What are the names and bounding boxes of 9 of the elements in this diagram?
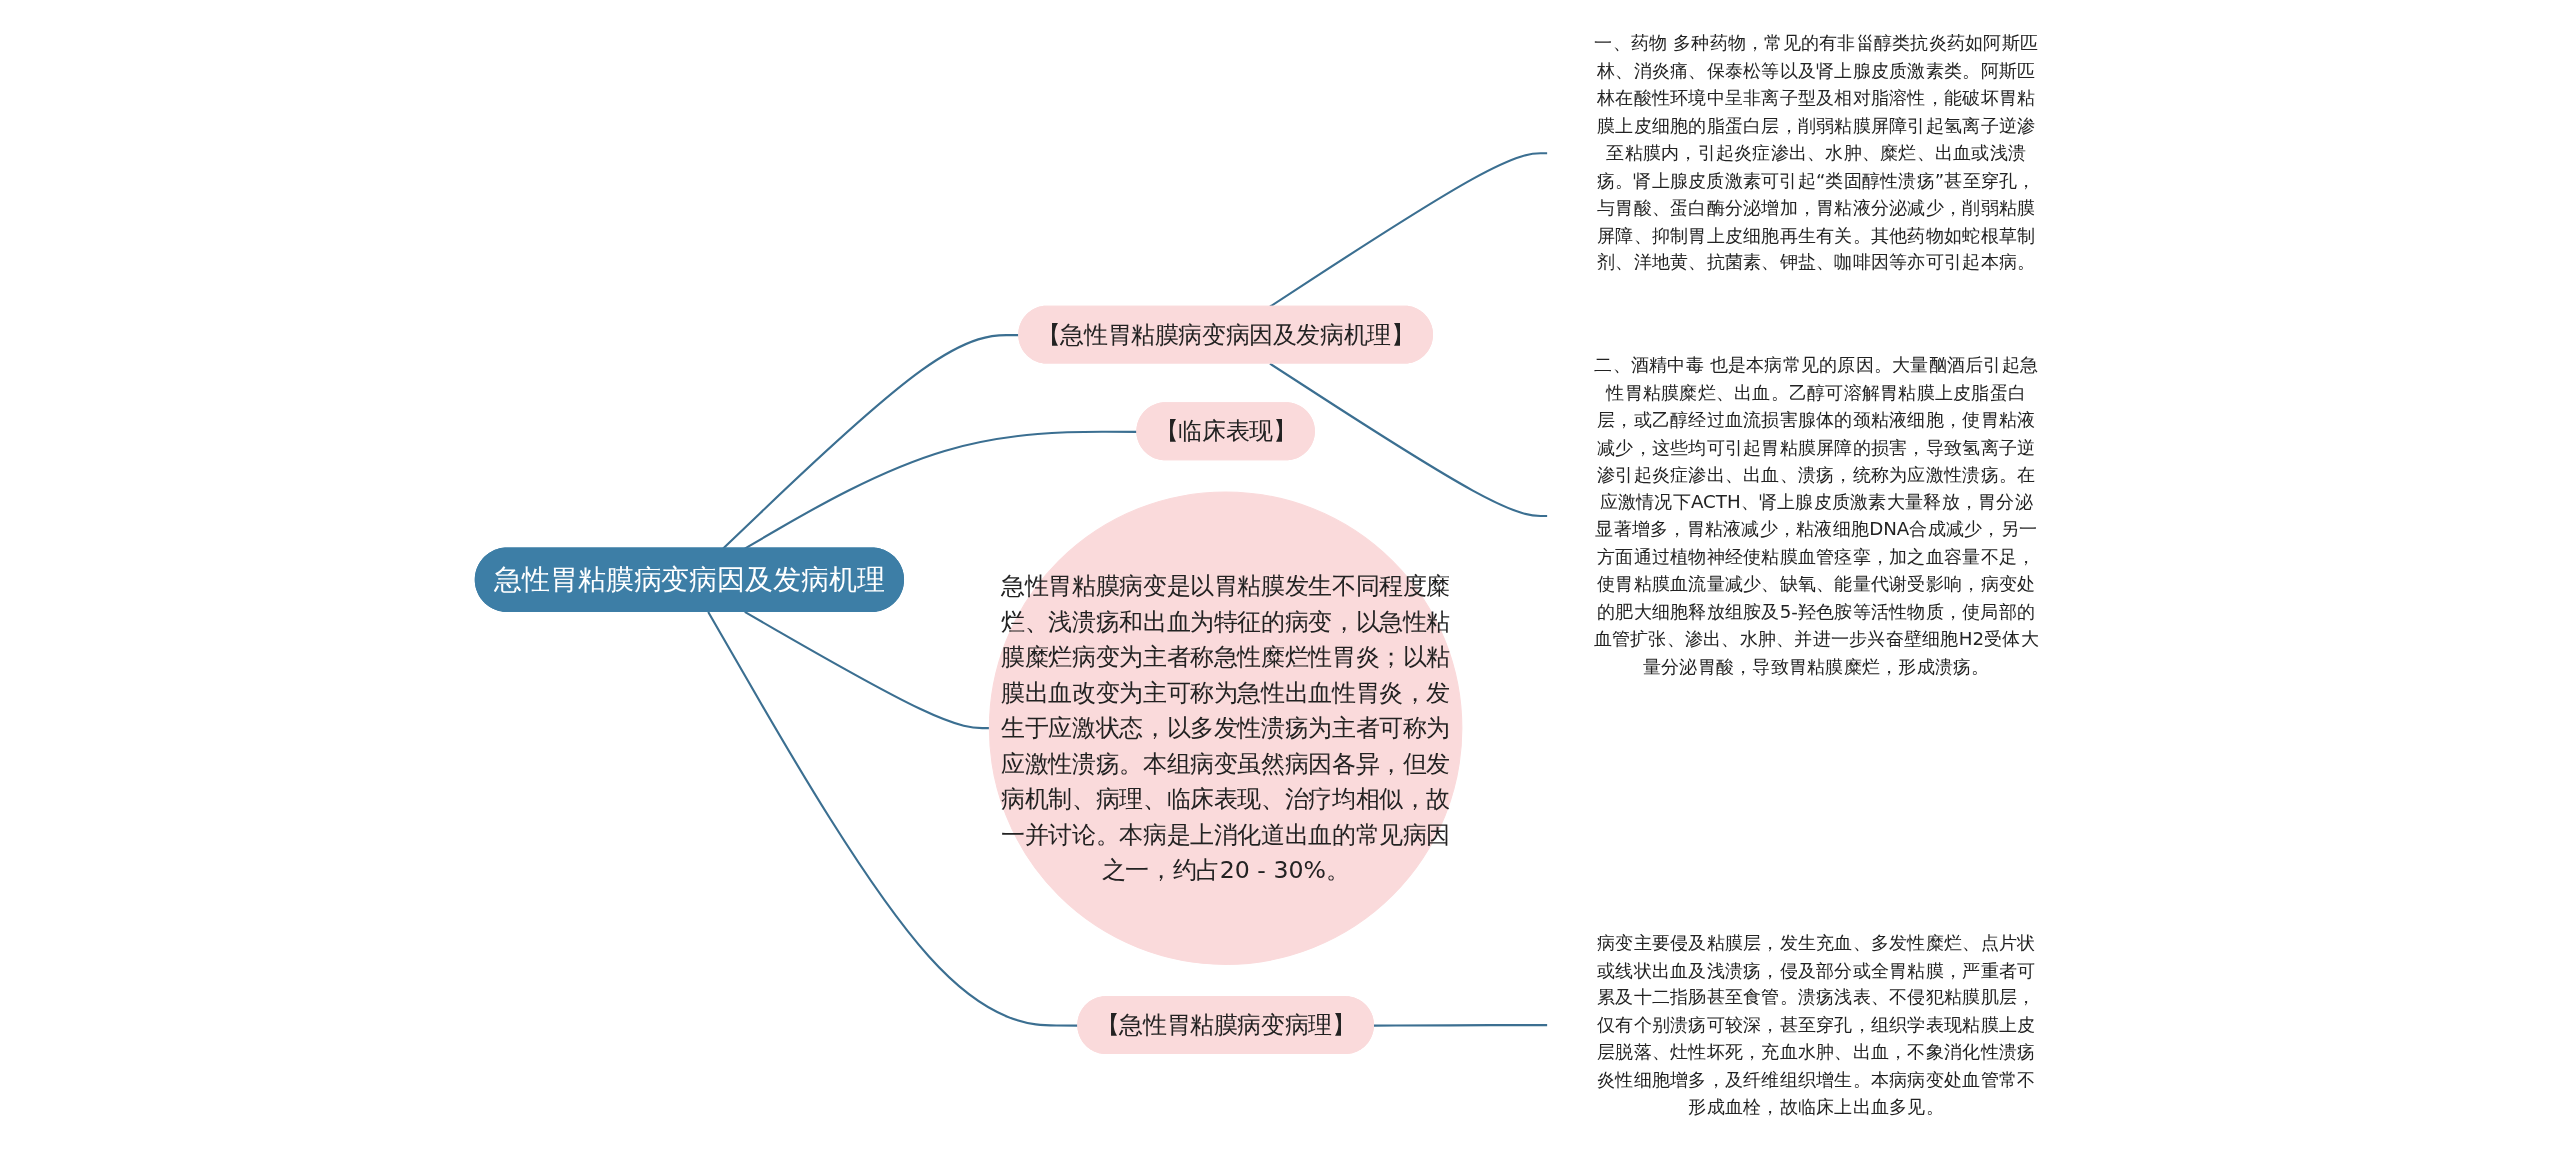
- connector: [744, 611, 990, 730]
- node-circle: 急性胃粘膜病变是以胃粘膜发生不同程度糜烂、浅溃疡和出血为特征的病变，以急性粘膜糜烂病变为主者称急性糜烂性胃炎；以粘膜出血改变为主可称为急性出血性胃炎，发生于应激状态，以多发性溃疡为主者可称为应激性溃疡。本组病变虽然病因各异，但发病机制、病理、临床表现、治疗均相似，故一并讨论。本病是上消化道出血的常见病因之一，约占20 - 30%。: [988, 491, 1463, 965]
- node-text: 病变主要侵及粘膜层，发生充血、多发性糜烂、点片状或线状出血及浅溃疡，侵及部分或全胃粘膜，严重者可累及十二指肠甚至食管。溃疡浅表、不侵犯粘膜肌层，仅有个别溃疡可较深，甚至穿孔，组织学表现粘膜上皮层脱落、灶性坏死，充血水肿、出血，不象消化性溃疡炎性细胞增多，及纤维组织增生。本病病变处血管常不形成血栓，故临床上出血多见。: [1597, 931, 2036, 1118]
- connector: [707, 611, 1079, 1027]
- connector: [1269, 152, 1548, 308]
- node-text: 一、药物 多种药物，常见的有非甾醇类抗炎药如阿斯匹林、消炎痛、保泰松等以及肾上腺皮质激素类。阿斯匹林在酸性环境中呈非离子型及相对脂溶性，能破坏胃粘膜上皮细胞的脂蛋白层，削弱粘膜屏障引起氢离子逆渗至粘膜内，引起炎症渗出、水肿、糜烂、出血或浅溃疡。肾上腺皮质激素可引起“类固醇性溃疡”甚至穿孔，与胃酸、蛋白酶分泌增加，胃粘液分泌减少，削弱粘膜屏障、抑制胃上皮细胞再生有关。其他药物如蛇根草制剂、洋地黄、抗菌素、钾盐、咖啡因等亦可引起本病。: [1594, 32, 2039, 273]
- connector: [1373, 1024, 1548, 1027]
- connector: [1269, 362, 1548, 518]
- node-text: 二、酒精中毒 也是本病常见的原因。大量酗酒后引起急性胃粘膜糜烂、出血。乙醇可溶解胃粘膜上皮脂蛋白层，或乙醇经过血流损害腺体的颈粘液细胞，使胃粘液减少，这些均可引起胃粘膜屏障的损害，导致氢离子逆渗引起炎症渗出、出血、溃疡，统称为应激性溃疡。在应激情况下ACTH、肾上腺皮质激素大量释放，胃分泌显著增多，胃粘液减少，粘液细胞DNA合成减少，另一方面通过植物神经使粘膜血管痉挛，加之血容量不足，使胃粘膜血流量减少、缺氧、能量代谢受影响，病变处的肥大细胞释放组胺及5-羟色胺等活性物质，使局部的血管扩张、渗出、水肿、并进一步兴奋壁细胞H2受体大量分泌胃酸，导致胃粘膜糜烂，形成溃疡。: [1593, 353, 2039, 677]
